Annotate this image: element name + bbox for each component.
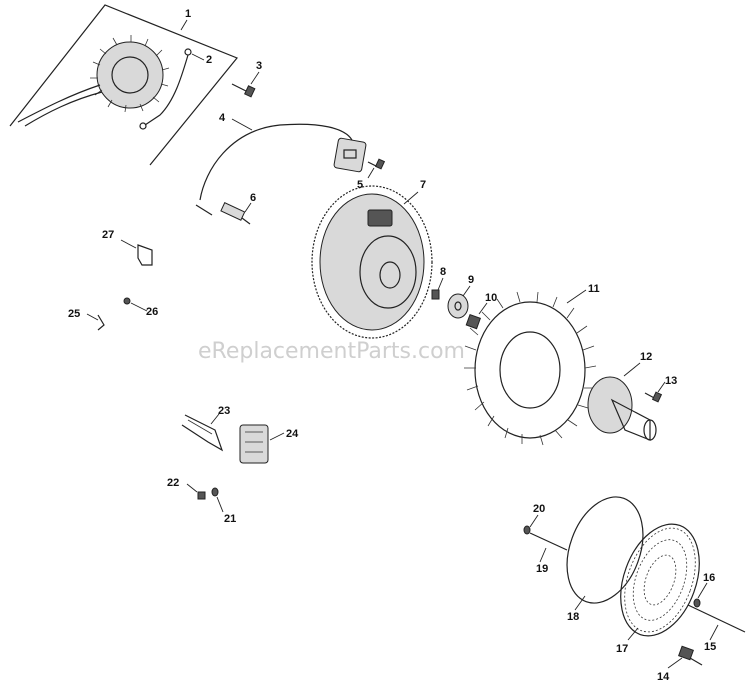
- callout-13[interactable]: 13: [665, 375, 677, 387]
- callout-11[interactable]: 11: [588, 283, 600, 295]
- part-flywheel[interactable]: [311, 185, 433, 339]
- callout-15[interactable]: 15: [704, 641, 716, 653]
- part-screw-5[interactable]: [367, 158, 386, 170]
- part-washer[interactable]: [447, 293, 469, 319]
- part-screw-14[interactable]: [678, 645, 703, 666]
- part-hub[interactable]: [587, 376, 657, 441]
- callout-4[interactable]: 4: [219, 112, 226, 124]
- part-key[interactable]: [431, 289, 440, 300]
- part-washer-20[interactable]: [523, 525, 531, 535]
- callout-5[interactable]: 5: [357, 179, 363, 191]
- part-gasket-ring[interactable]: [553, 486, 656, 613]
- callout-1[interactable]: 1: [185, 8, 191, 20]
- part-screw-3[interactable]: [231, 83, 256, 98]
- callout-3[interactable]: 3: [256, 60, 262, 72]
- callout-22[interactable]: 22: [167, 477, 179, 489]
- part-long-screw[interactable]: [687, 604, 746, 633]
- callout-16[interactable]: 16: [703, 572, 715, 584]
- part-ground-lead[interactable]: [139, 48, 192, 130]
- part-stator[interactable]: [9, 4, 238, 166]
- callout-26[interactable]: 26: [146, 306, 158, 318]
- part-fan[interactable]: [464, 291, 597, 446]
- part-screw-22[interactable]: [197, 491, 206, 500]
- part-nut[interactable]: [465, 313, 481, 330]
- leader-lines: [86, 19, 719, 669]
- part-screw-13[interactable]: [644, 391, 663, 403]
- part-bracket[interactable]: [137, 244, 153, 266]
- watermark: eReplacementParts.com: [198, 339, 465, 364]
- part-washer-21[interactable]: [211, 487, 219, 497]
- part-washer-16[interactable]: [693, 598, 701, 608]
- callout-25[interactable]: 25: [68, 308, 80, 320]
- callout-12[interactable]: 12: [640, 351, 652, 363]
- callout-7[interactable]: 7: [420, 179, 426, 191]
- callout-2[interactable]: 2: [206, 54, 212, 66]
- part-nut-26[interactable]: [123, 297, 131, 305]
- callout-20[interactable]: 20: [533, 503, 545, 515]
- part-screen[interactable]: [606, 513, 713, 647]
- part-rectifier[interactable]: [239, 424, 269, 464]
- callout-10[interactable]: 10: [485, 292, 497, 304]
- part-pin[interactable]: [529, 532, 568, 551]
- callout-17[interactable]: 17: [616, 643, 628, 655]
- callout-labels: 1 2 3 4 5 6 7 8 9 10 11 12 13 14 15 16 1…: [68, 8, 716, 683]
- callout-8[interactable]: 8: [440, 266, 446, 278]
- callout-24[interactable]: 24: [286, 428, 299, 440]
- part-connector-clip[interactable]: [181, 414, 224, 452]
- callout-14[interactable]: 14: [657, 671, 670, 683]
- part-spark-plug[interactable]: [220, 202, 251, 225]
- callout-21[interactable]: 21: [224, 513, 236, 525]
- callout-6[interactable]: 6: [250, 192, 256, 204]
- callout-18[interactable]: 18: [567, 611, 579, 623]
- callout-27[interactable]: 27: [102, 229, 114, 241]
- callout-23[interactable]: 23: [218, 405, 230, 417]
- callout-9[interactable]: 9: [468, 274, 474, 286]
- callout-19[interactable]: 19: [536, 563, 548, 575]
- part-ignition-module[interactable]: [195, 123, 367, 216]
- part-clip-25[interactable]: [97, 314, 105, 331]
